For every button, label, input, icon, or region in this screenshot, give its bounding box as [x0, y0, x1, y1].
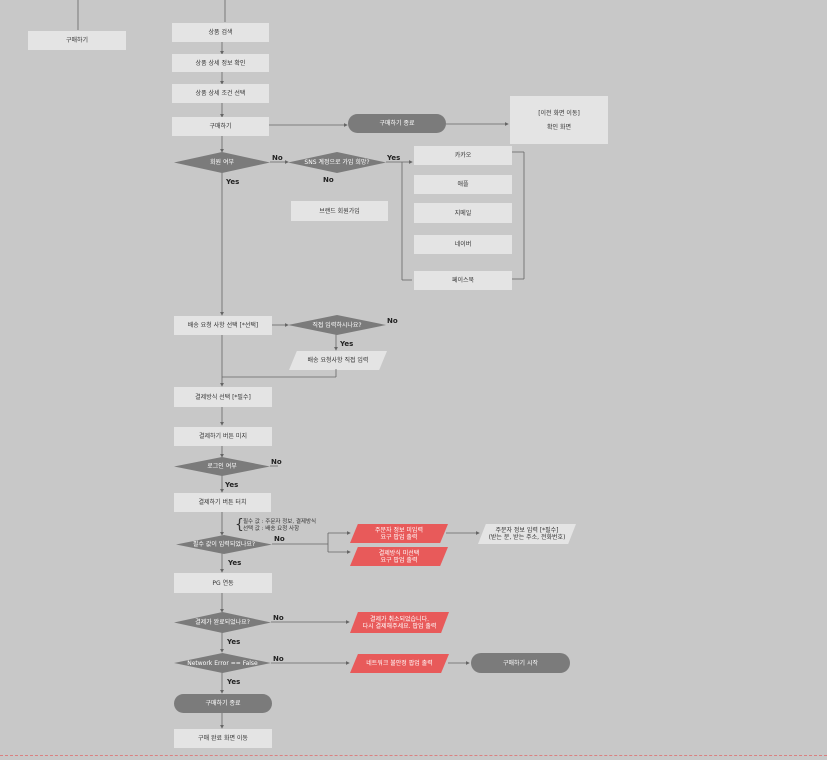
required-no-label: No [274, 535, 285, 543]
buy-left-box: 구매하기 [28, 31, 126, 50]
network-no-label: No [273, 655, 284, 663]
apple-box: 애플 [414, 175, 512, 194]
option-box: 상품 상세 조건 선택 [172, 84, 269, 103]
payment-error-popup: 결제방식 미선택 요구 팝업 출력 [350, 547, 448, 566]
direct-yes-label: Yes [340, 340, 354, 348]
required-note-brace: { [235, 517, 244, 533]
login-no-label: No [271, 458, 282, 466]
network-popup: 네트워크 불안정 팝업 출력 [350, 654, 449, 673]
buy-box: 구매하기 [172, 117, 269, 136]
pay-button-hidden-box: 결제하기 버튼 미지 [174, 427, 272, 446]
member-decision: 회원 여부 [174, 152, 270, 173]
payment-done-decision: 결제가 완료되었나요? [174, 612, 271, 633]
buy-end-terminal: 구매하기 종료 [348, 114, 446, 133]
payment-done-yes-label: Yes [227, 638, 241, 646]
login-decision: 로그인 여부 [174, 457, 270, 476]
buy-restart-terminal: 구매하기 시작 [471, 653, 570, 673]
payment-select-box: 결제방식 선택 [*필수] [174, 387, 272, 407]
facebook-box: 페이스북 [414, 271, 512, 290]
direct-input-decision: 직접 입력하시나요? [288, 315, 386, 335]
orderer-error-popup: 주문자 정보 미입력 요구 팝업 출력 [350, 524, 448, 543]
required-yes-label: Yes [228, 559, 242, 567]
direct-input-parallelogram: 배송 요청사항 직접 입력 [289, 351, 387, 370]
bottom-divider [0, 755, 827, 756]
orderer-input-parallelogram: 주문자 정보 입력 [*필수] (받는 분, 받는 주소, 전화번호) [478, 524, 576, 544]
payment-done-no-label: No [273, 614, 284, 622]
naver-box: 네이버 [414, 235, 512, 254]
buy-finish-terminal: 구매하기 종료 [174, 694, 272, 713]
daum-box: 지메일 [414, 203, 512, 223]
payment-cancel-popup: 결제가 취소되었습니다. 다시 결제해주세요. 팝업 출력 [350, 612, 449, 633]
network-yes-label: Yes [227, 678, 241, 686]
login-yes-label: Yes [225, 481, 239, 489]
search-box: 상품 검색 [172, 23, 269, 42]
member-yes-label: Yes [226, 178, 240, 186]
complete-screen-box: 구매 완료 화면 이동 [174, 729, 272, 748]
brand-join-box: 브랜드 회원가입 [291, 201, 388, 221]
detail-box: 상품 상세 정보 확인 [172, 54, 269, 72]
member-no-label: No [272, 154, 283, 162]
required-decision: 필수 값이 입력되었나요? [176, 535, 272, 554]
sns-yes-label: Yes [387, 154, 401, 162]
prev-screen-box: [이전 화면 이동] 확인 화면 [510, 96, 608, 144]
pg-box: PG 연동 [174, 573, 272, 593]
sns-no-label: No [323, 176, 334, 184]
delivery-select-box: 배송 요청 사항 선택 [*선택] [174, 316, 272, 335]
pay-button-box: 결제하기 버튼 터치 [174, 493, 271, 512]
required-note: 필수 값 : 주문자 정보, 결제방식 선택 값 : 배송 요청 사항 [243, 519, 317, 532]
network-decision: Network Error == False [174, 653, 271, 673]
direct-no-label: No [387, 317, 398, 325]
sns-decision: SNS 계정으로 가입 희망? [288, 152, 386, 173]
kakao-box: 카카오 [414, 146, 512, 165]
